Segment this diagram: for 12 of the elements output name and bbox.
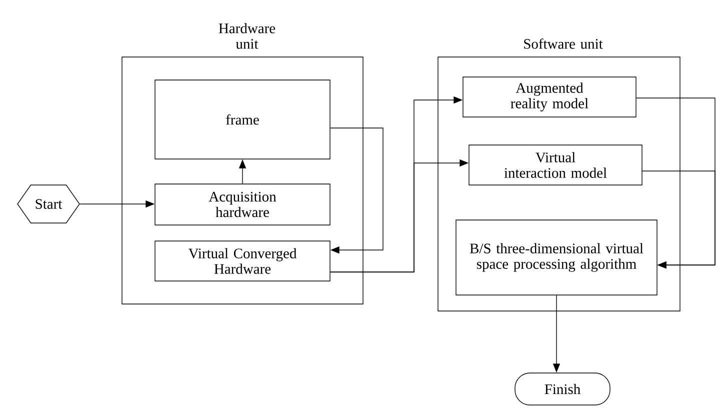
process-box: Acquisition hardware (154, 184, 330, 226)
node-label: Software unit (524, 38, 603, 49)
process-box: Virtual interaction model (468, 144, 642, 186)
start-terminal: Start (17, 184, 80, 224)
arrow (642, 170, 716, 269)
process-box: frame (154, 80, 330, 160)
end-terminal: Finish (514, 372, 610, 406)
process-box: B/S three-dimensional virtual space processing algorithm (456, 220, 658, 296)
arrow (330, 128, 384, 254)
node-label: Hardware unit (218, 23, 276, 49)
process-box: Virtual Converged Hardware (154, 240, 330, 282)
process-box: Augmented reality model (462, 76, 636, 118)
